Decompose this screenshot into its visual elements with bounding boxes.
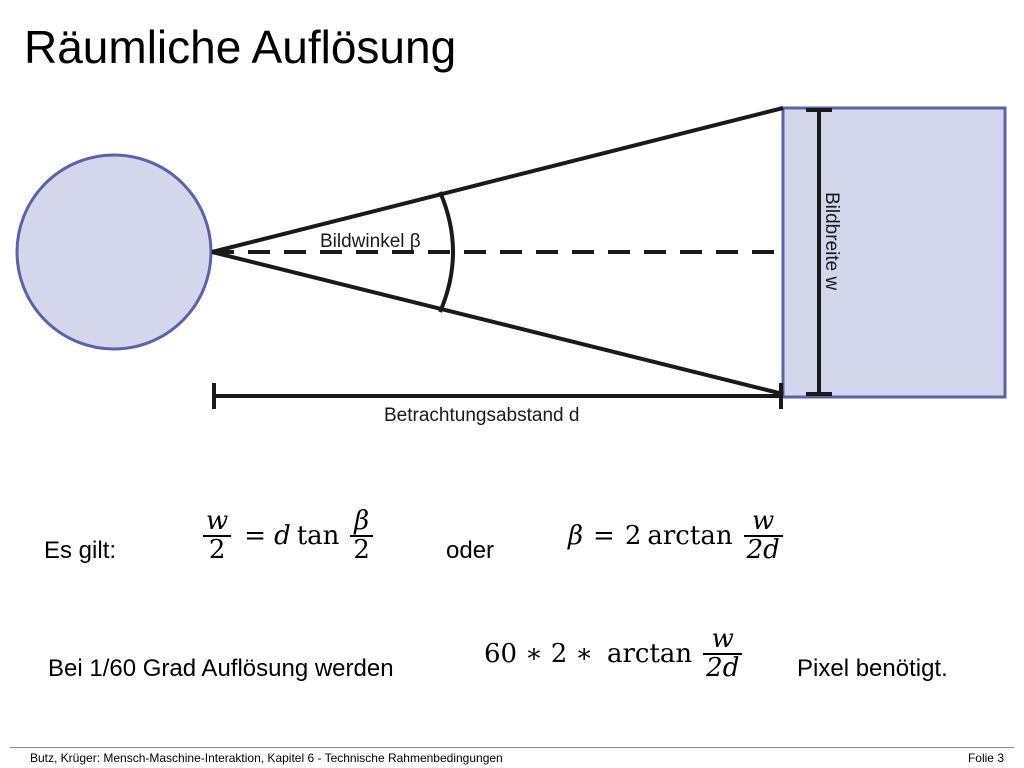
fraction-w-over-2d: w 2d	[703, 624, 743, 684]
footer-slide-number: Folie 3	[967, 751, 1004, 765]
equals-sign: =	[593, 521, 615, 552]
number-sixty: 60	[484, 639, 518, 670]
equation-pixels: 60 ∗ 2 ∗ arctan w 2d	[484, 624, 747, 684]
function-arctan: arctan	[606, 639, 693, 670]
denominator: 2	[353, 535, 370, 566]
function-arctan: arctan	[647, 521, 733, 552]
eye-circle	[15, 153, 213, 351]
resolution-suffix: Pixel benötigt.	[797, 655, 948, 682]
cone-top-line	[211, 106, 784, 254]
oder-label: oder	[446, 537, 495, 564]
fraction-beta-over-2: β 2	[350, 506, 373, 566]
resolution-prefix: Bei 1/60 Grad Auflösung werden	[48, 655, 394, 682]
distance-label: Betrachtungsabstand d	[384, 405, 579, 426]
viewing-angle-diagram: Bildwinkel β Bildbreite w Betrachtungsab…	[15, 106, 1007, 426]
function-tan: tan	[296, 521, 340, 552]
denominator: 2d	[746, 535, 780, 566]
multiply-sign: ∗	[525, 639, 543, 670]
es-gilt-label: Es gilt:	[44, 537, 117, 564]
number-two: 2	[550, 639, 568, 670]
fraction-w-over-2: w 2	[203, 506, 232, 566]
slide-title: Räumliche Auflösung	[24, 21, 457, 73]
variable-d: d	[274, 521, 291, 552]
numerator: w	[206, 506, 229, 536]
factor-two: 2	[624, 521, 642, 552]
fraction-w-over-2d: w 2d	[743, 506, 783, 566]
numerator: w	[752, 506, 775, 536]
width-label: Bildbreite w	[821, 192, 842, 290]
multiply-sign: ∗	[575, 639, 593, 670]
variable-beta: β	[568, 521, 584, 552]
equation-tangent: w 2 = d tan β 2	[198, 506, 378, 566]
screen-rectangle	[781, 106, 1007, 399]
angle-label: Bildwinkel β	[320, 231, 421, 252]
denominator: 2	[208, 535, 226, 566]
numerator: w	[711, 624, 734, 654]
footer-citation: Butz, Krüger: Mensch-Maschine-Interaktio…	[30, 751, 503, 765]
equals-sign: =	[244, 521, 267, 552]
equation-arctan: β = 2 arctan w 2d	[568, 506, 788, 566]
denominator: 2d	[706, 653, 740, 684]
slide-footer: Butz, Krüger: Mensch-Maschine-Interaktio…	[10, 747, 1014, 768]
cone-bottom-line	[211, 250, 784, 396]
angle-arc	[438, 191, 455, 313]
numerator: β	[354, 506, 370, 536]
